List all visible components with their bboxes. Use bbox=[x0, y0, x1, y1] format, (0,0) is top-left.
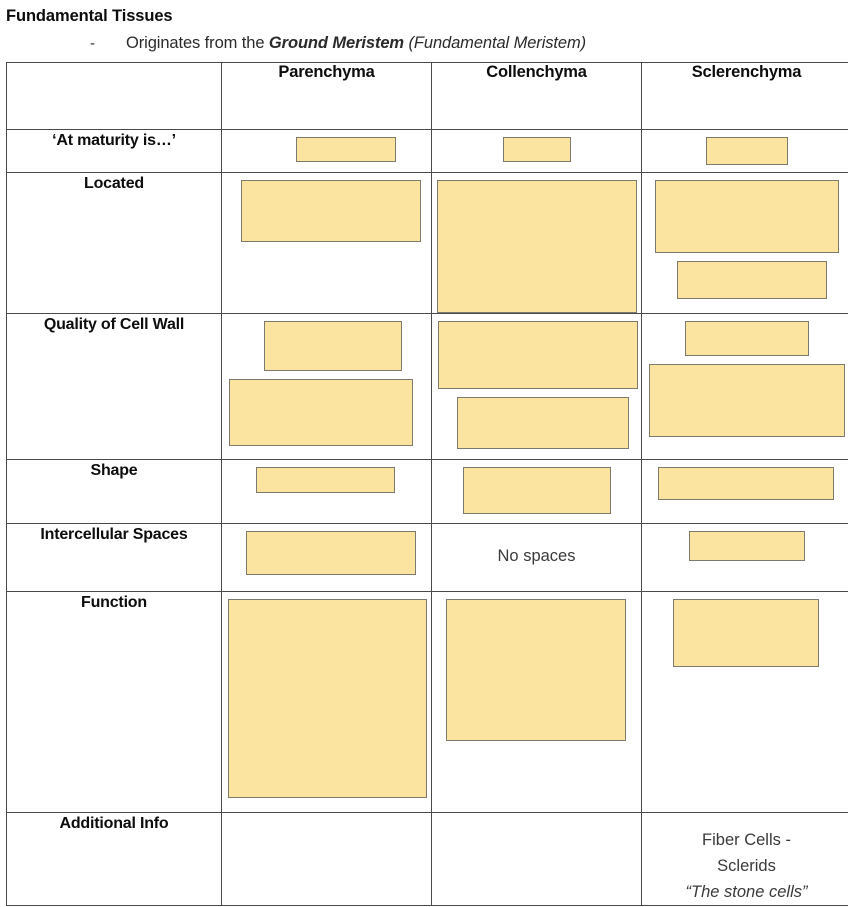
table-row: Function bbox=[6, 591, 848, 813]
redaction-block bbox=[295, 137, 396, 162]
cell-text: No spaces bbox=[497, 547, 576, 565]
header-sclerenchyma: Sclerenchyma bbox=[641, 62, 848, 130]
cell-0-2 bbox=[641, 129, 848, 173]
redaction-stack bbox=[222, 173, 431, 242]
redaction-stack bbox=[432, 592, 641, 741]
cell-4-1: No spaces bbox=[431, 523, 642, 592]
table-row: Located bbox=[6, 172, 848, 314]
redaction-stack bbox=[222, 314, 431, 446]
bullet-dash-icon: - bbox=[90, 35, 95, 52]
redaction-stack bbox=[432, 460, 641, 514]
heading-block: Fundamental Tissues - Originates from th… bbox=[0, 0, 848, 55]
cell-3-0 bbox=[221, 459, 432, 524]
redaction-stack bbox=[432, 173, 641, 313]
cell-5-1 bbox=[431, 591, 642, 813]
cell-5-2 bbox=[641, 591, 848, 813]
redaction-block bbox=[705, 137, 788, 165]
redaction-block bbox=[684, 321, 809, 356]
fundamental-tissues-table: Parenchyma Collenchyma Sclerenchyma ‘At … bbox=[6, 62, 848, 906]
bullet-suffix: (Fundamental Meristem) bbox=[404, 34, 587, 52]
cell-6-2: Fiber Cells - Sclerids “The stone cells” bbox=[641, 812, 848, 906]
bullet-text: Originates from the Ground Meristem (Fun… bbox=[126, 32, 586, 54]
cell-1-1 bbox=[431, 172, 642, 314]
redaction-block bbox=[228, 379, 413, 446]
row-label-intercellular-spaces: Intercellular Spaces bbox=[6, 523, 222, 592]
row-label-quality-of-cell-wall: Quality of Cell Wall bbox=[6, 313, 222, 460]
redaction-stack bbox=[222, 130, 431, 162]
cell-6-1 bbox=[431, 812, 642, 906]
cell-text: Fiber Cells - Sclerids “The stone cells” bbox=[642, 813, 848, 905]
cell-4-2 bbox=[641, 523, 848, 592]
cell-text-line: Sclerids bbox=[717, 857, 776, 875]
cell-0-0 bbox=[221, 129, 432, 173]
redaction-stack bbox=[432, 130, 641, 162]
table-header-row: Parenchyma Collenchyma Sclerenchyma bbox=[6, 62, 848, 130]
bullet-line: - Originates from the Ground Meristem (F… bbox=[6, 32, 848, 55]
redaction-stack bbox=[642, 460, 848, 500]
row-label-at-maturity-is: ‘At maturity is…’ bbox=[6, 129, 222, 173]
redaction-block bbox=[437, 321, 638, 389]
redaction-block bbox=[657, 467, 834, 500]
redaction-stack bbox=[222, 524, 431, 575]
redaction-block bbox=[228, 599, 427, 798]
redaction-stack bbox=[222, 460, 431, 493]
header-corner-cell bbox=[6, 62, 222, 130]
page-title: Fundamental Tissues bbox=[6, 7, 173, 25]
table-row: ‘At maturity is…’ bbox=[6, 129, 848, 173]
table-row: Additional Info Fiber Cells - Sclerids “The… bbox=[6, 812, 848, 906]
header-collenchyma: Collenchyma bbox=[431, 62, 642, 130]
row-label-additional-info: Additional Info bbox=[6, 812, 222, 906]
cell-5-0 bbox=[221, 591, 432, 813]
redaction-block bbox=[649, 364, 845, 437]
cell-0-1 bbox=[431, 129, 642, 173]
redaction-stack bbox=[432, 314, 641, 449]
table-row: Intercellular Spaces No spaces bbox=[6, 523, 848, 592]
table-row: Shape bbox=[6, 459, 848, 524]
cell-2-1 bbox=[431, 313, 642, 460]
row-label-shape: Shape bbox=[6, 459, 222, 524]
cell-2-0 bbox=[221, 313, 432, 460]
redaction-stack bbox=[642, 173, 848, 299]
cell-3-1 bbox=[431, 459, 642, 524]
redaction-block bbox=[456, 397, 629, 449]
redaction-block bbox=[445, 599, 626, 741]
redaction-block bbox=[256, 467, 395, 493]
row-label-function: Function bbox=[6, 591, 222, 813]
bullet-emphasis: Ground Meristem bbox=[268, 34, 405, 52]
redaction-block bbox=[462, 467, 611, 514]
redaction-block bbox=[654, 180, 839, 253]
redaction-stack bbox=[642, 314, 848, 437]
redaction-stack bbox=[642, 592, 848, 667]
redaction-block bbox=[676, 261, 827, 299]
redaction-stack bbox=[642, 524, 848, 561]
header-parenchyma: Parenchyma bbox=[221, 62, 432, 130]
redaction-stack bbox=[222, 592, 431, 798]
redaction-block bbox=[240, 180, 421, 242]
cell-text-line: Fiber Cells - bbox=[702, 831, 791, 849]
redaction-block bbox=[502, 137, 571, 162]
redaction-block bbox=[263, 321, 402, 371]
cell-3-2 bbox=[641, 459, 848, 524]
cell-1-0 bbox=[221, 172, 432, 314]
redaction-block bbox=[245, 531, 416, 575]
cell-1-2 bbox=[641, 172, 848, 314]
cell-text-italic: “The stone cells” bbox=[685, 883, 808, 901]
redaction-stack bbox=[642, 130, 848, 165]
cell-4-0 bbox=[221, 523, 432, 592]
cell-2-2 bbox=[641, 313, 848, 460]
row-label-located: Located bbox=[6, 172, 222, 314]
redaction-block bbox=[688, 531, 805, 561]
redaction-block bbox=[672, 599, 819, 667]
bullet-prefix: Originates from the bbox=[126, 34, 269, 52]
redaction-block bbox=[436, 180, 637, 313]
cell-6-0 bbox=[221, 812, 432, 906]
table-row: Quality of Cell Wall bbox=[6, 313, 848, 460]
